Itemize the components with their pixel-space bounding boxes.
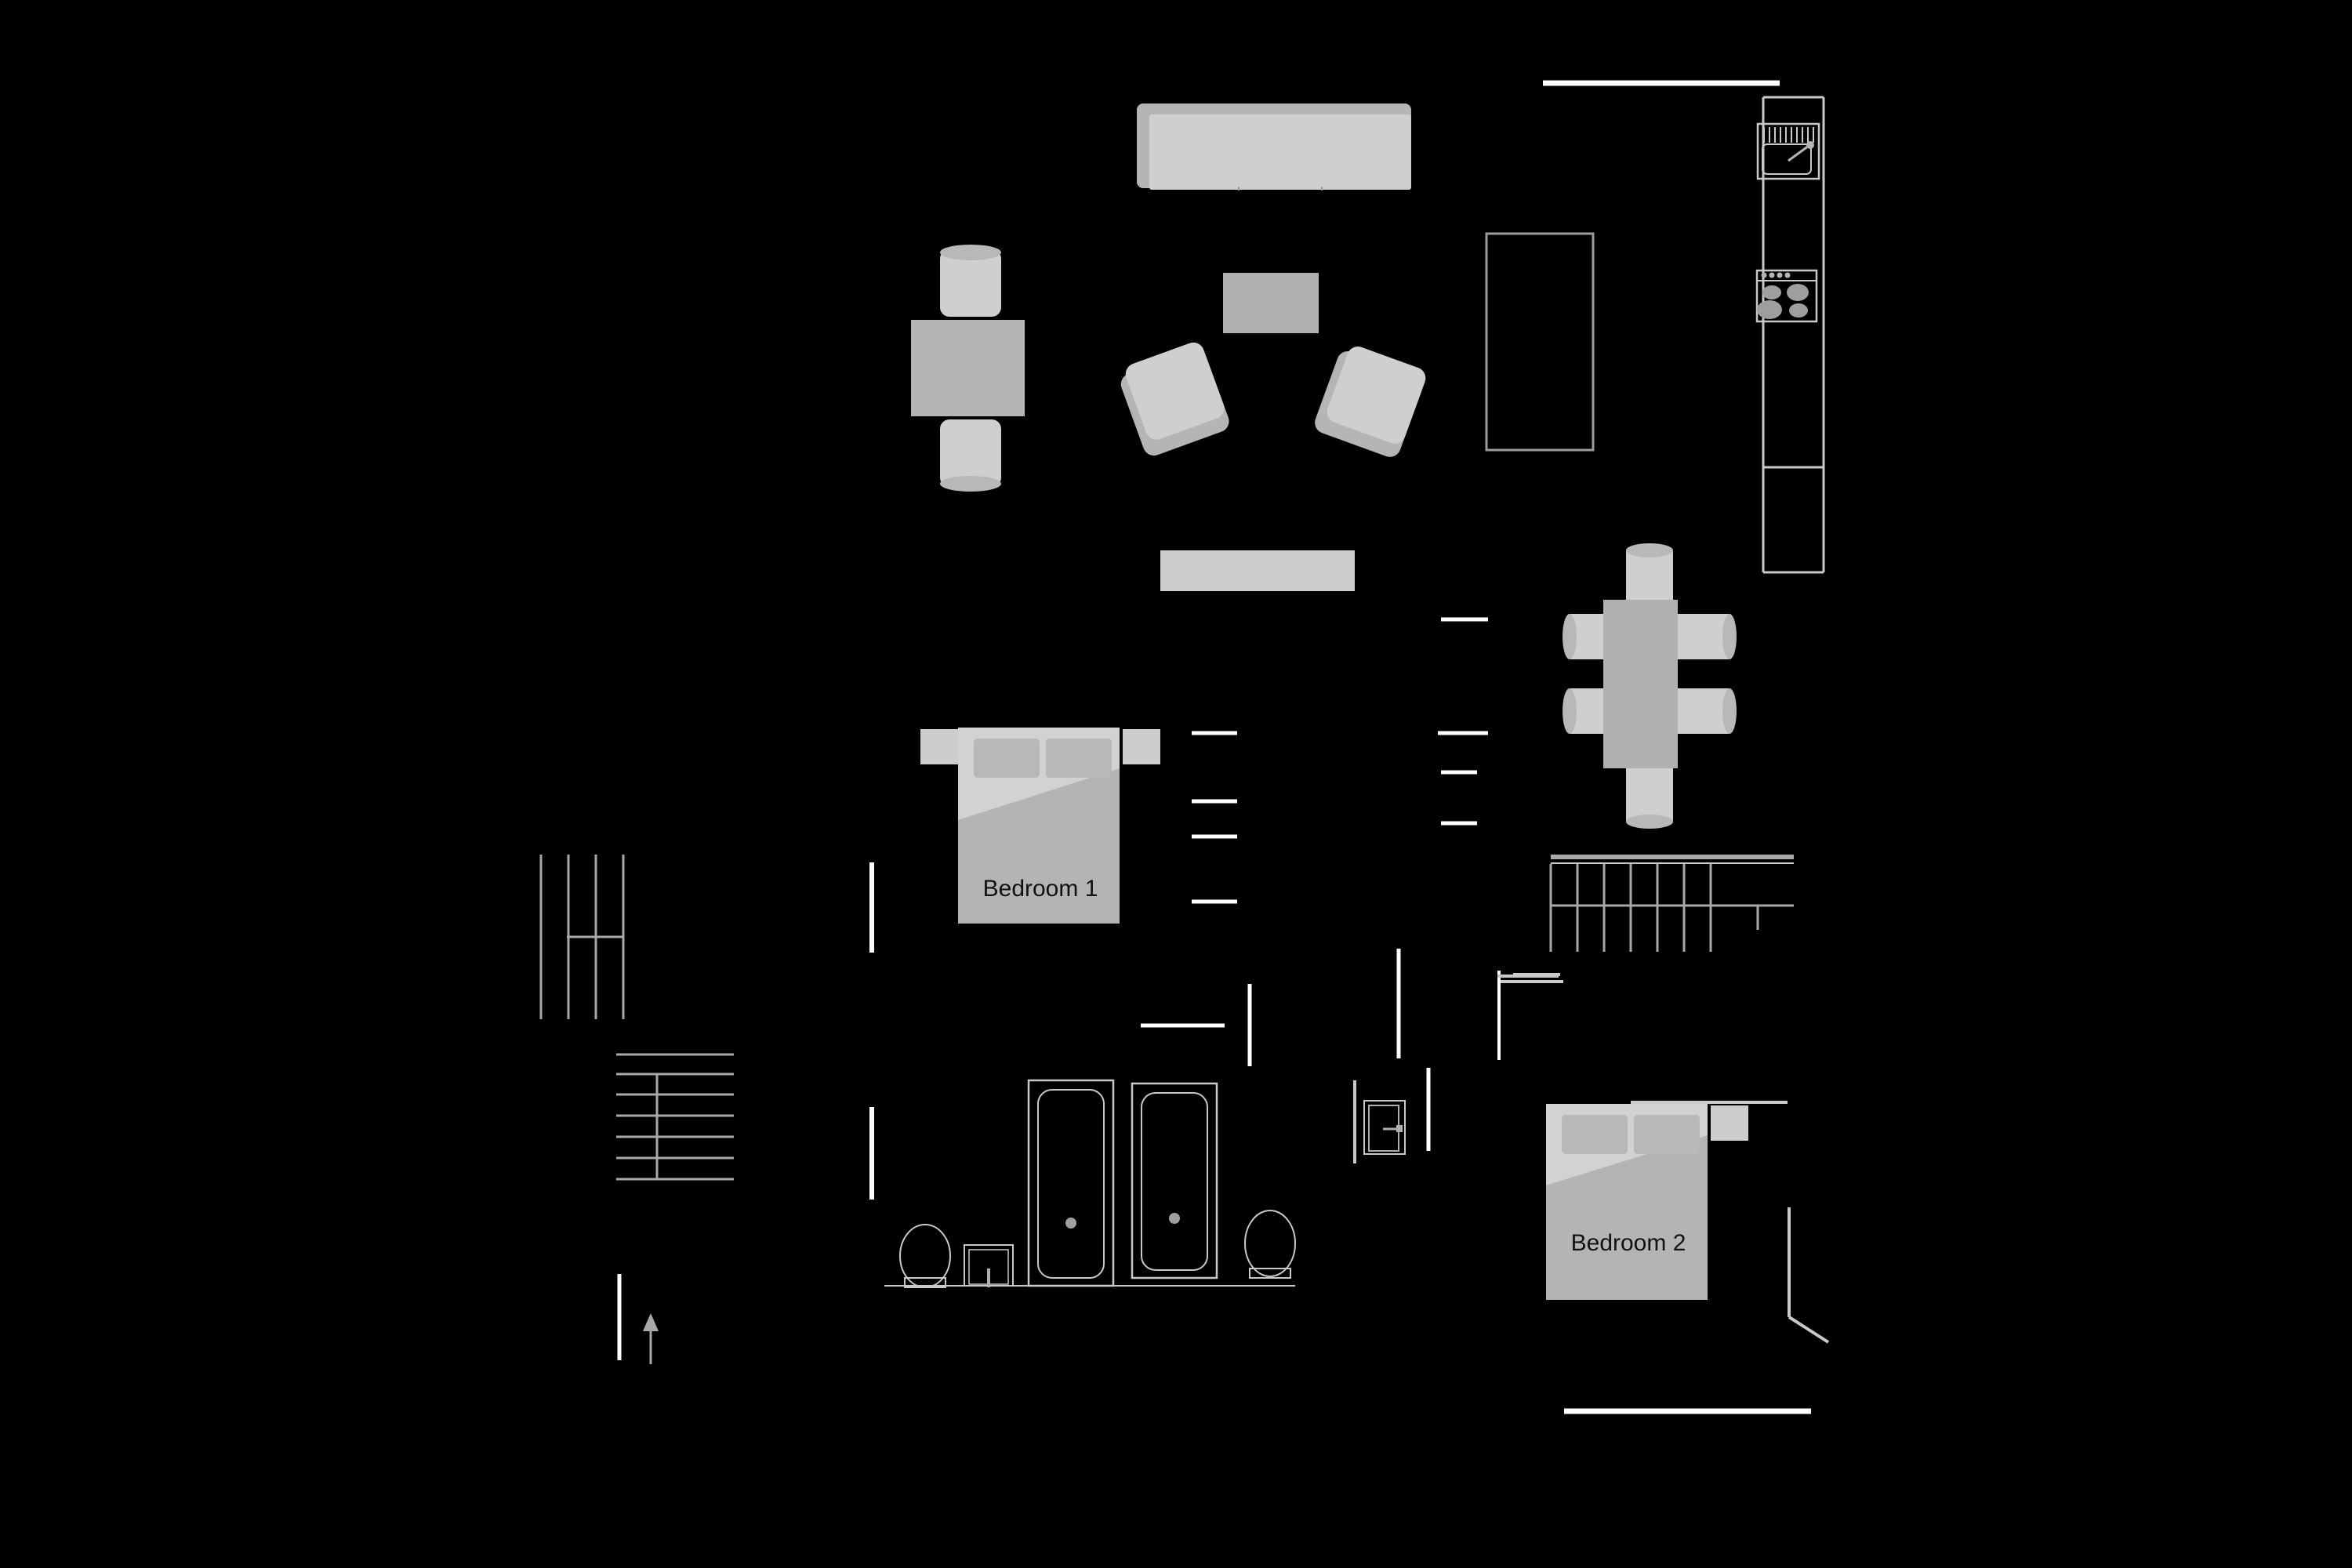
wash-basin[interactable] (964, 1244, 1014, 1287)
armchair-left[interactable] (1115, 339, 1232, 459)
pillow-2-right (1634, 1115, 1700, 1154)
bathtub-right-drain (1169, 1213, 1180, 1224)
bedroom-2-label: Bedroom 2 (1571, 1230, 1686, 1256)
bathtub-right[interactable] (1131, 1082, 1218, 1279)
nightstand-bedroom-1-left[interactable] (920, 729, 958, 764)
kitchen-group (1755, 122, 1820, 323)
window-grid (539, 855, 625, 1019)
staircase-main[interactable] (1513, 855, 1794, 976)
kitchen-stove[interactable] (1755, 269, 1818, 323)
tv-console[interactable] (1160, 550, 1355, 591)
side-table[interactable] (911, 320, 1025, 416)
toilet-right[interactable] (1244, 1210, 1296, 1279)
staircase-secondary[interactable] (616, 1053, 734, 1181)
living-room-group (911, 103, 1595, 591)
side-table-set[interactable] (911, 245, 1025, 492)
wall-seg-r2 (1788, 1316, 1830, 1344)
stair-direction-arrow (643, 1313, 659, 1364)
dining-chair-right-lower[interactable] (1673, 688, 1737, 734)
bathtub-left-drain (1065, 1218, 1076, 1229)
bedroom-1-group: Bedroom 1 (920, 728, 1160, 924)
dining-table[interactable] (1603, 600, 1678, 768)
pillow-1-left (974, 739, 1040, 778)
bed-bedroom-2[interactable]: Bedroom 2 (1546, 1104, 1708, 1300)
bedroom-1-label: Bedroom 1 (983, 876, 1098, 902)
kitchen-sink[interactable] (1756, 122, 1820, 180)
bed-bedroom-1[interactable]: Bedroom 1 (958, 728, 1120, 924)
dining-chair-top[interactable] (1626, 543, 1673, 608)
washing-machine[interactable] (1363, 1100, 1406, 1155)
dining-group (1563, 543, 1737, 829)
rug-outline[interactable] (1485, 232, 1595, 452)
coffee-table[interactable] (1223, 273, 1319, 333)
bathroom-group (899, 1079, 1406, 1288)
sofa[interactable] (1137, 103, 1411, 191)
bedroom-2-group: Bedroom 2 (1546, 1104, 1748, 1300)
pillow-2-left (1562, 1115, 1628, 1154)
bathtub-left[interactable] (1027, 1079, 1115, 1287)
stool-top[interactable] (940, 245, 1001, 317)
pillow-1-right (1046, 739, 1112, 778)
dining-chair-right-upper[interactable] (1673, 614, 1737, 659)
armchair-right[interactable] (1312, 341, 1428, 460)
sink-faucet-arm (1788, 144, 1809, 162)
nightstand-bedroom-1-right[interactable] (1123, 729, 1160, 764)
stove-burners (1757, 284, 1809, 319)
sink-faucet-head (1806, 141, 1814, 149)
wall-layer (617, 80, 1830, 1414)
sink-drainer-grooves (1763, 127, 1814, 143)
dining-chair-bottom[interactable] (1626, 764, 1673, 829)
stove-knobs (1761, 272, 1791, 278)
nightstand-bedroom-2-right[interactable] (1711, 1105, 1748, 1141)
stool-bottom[interactable] (940, 419, 1001, 492)
toilet-left[interactable] (899, 1224, 951, 1288)
